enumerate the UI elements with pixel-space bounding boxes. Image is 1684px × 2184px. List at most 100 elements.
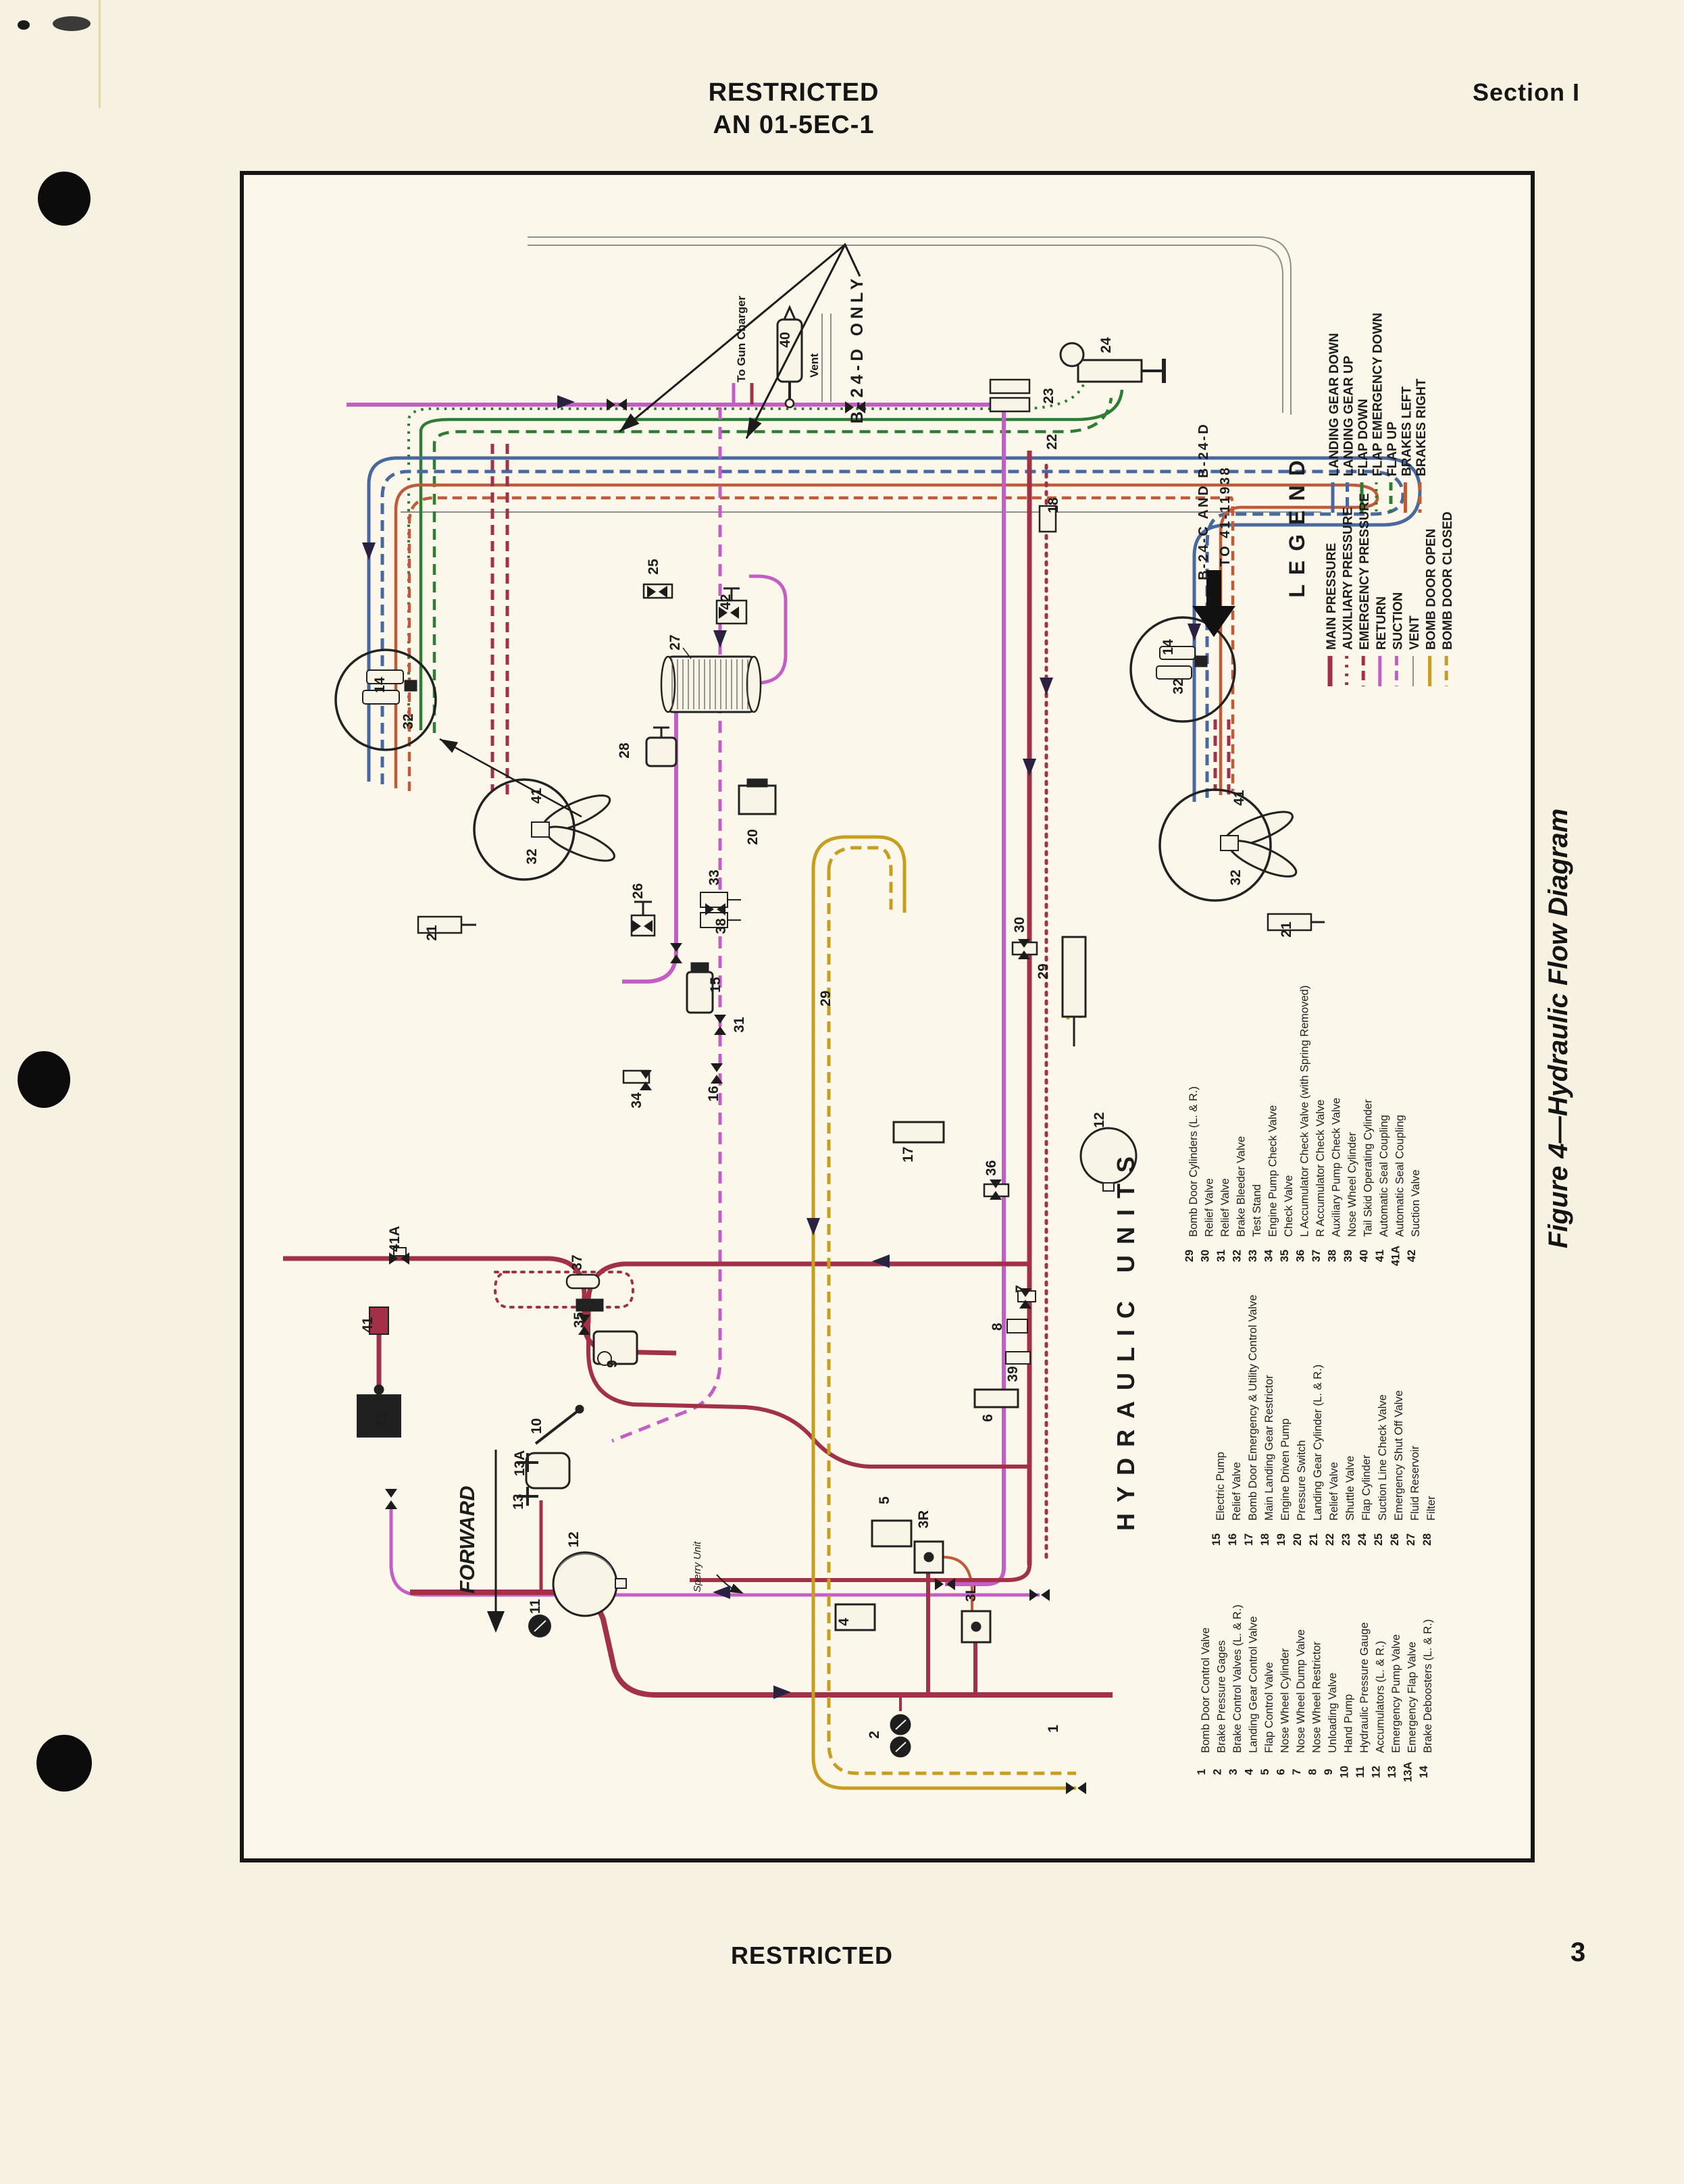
flow-arrow (1023, 759, 1036, 776)
unit-number: 11 (1354, 1766, 1367, 1777)
accumulator-left-12 (552, 1551, 627, 1617)
header-section: Section I (1473, 78, 1581, 106)
unit-name: Relief Valve (1204, 1178, 1216, 1237)
diagram-number-label: 38 (713, 918, 729, 934)
flap-control-valve-5 (871, 1519, 913, 1548)
legend-label: LANDING GEAR DOWN (1327, 333, 1342, 476)
diagram-number-label: 29 (1036, 963, 1051, 979)
diagram-number-label: 24 (1098, 337, 1114, 353)
diagram-number-label: 26 (630, 883, 646, 898)
flow-arrow (362, 542, 376, 560)
pipe-fitting (719, 607, 739, 619)
unit-number: 2 (1212, 1769, 1224, 1775)
diagram-number-label: 14 (372, 677, 388, 693)
pressure-lines (283, 383, 1231, 1711)
diagram-number-label: 28 (617, 742, 632, 759)
diagram-number-label: 5 (877, 1496, 892, 1504)
diagram-number-label: 25 (646, 559, 661, 575)
diagram-number-label: 19 (374, 1411, 389, 1427)
diagram-number-label: 1 (1046, 1725, 1061, 1733)
unit-number: 8 (1307, 1769, 1319, 1775)
unit-number: 20 (1292, 1533, 1304, 1546)
diagram-number-label: 8 (990, 1323, 1005, 1331)
pipe-fitting (670, 943, 682, 963)
unit-name: Emergency Flap Valve (1406, 1642, 1419, 1753)
legend-label: VENT (1408, 615, 1422, 650)
unit-name: Nose Wheel Cylinder (1279, 1648, 1292, 1753)
detail-circles (334, 616, 1272, 902)
unit-number: 32 (1231, 1250, 1244, 1262)
unit-number: 37 (1310, 1250, 1323, 1262)
legend-label: LANDING GEAR UP (1342, 355, 1356, 476)
pipe-fitting (705, 903, 725, 915)
pressure-switch-20 (738, 778, 777, 815)
pipe-fitting (711, 1063, 723, 1084)
unit-number: 12 (1371, 1766, 1383, 1778)
flap-lines (407, 377, 1124, 733)
pipe-fitting (647, 586, 667, 598)
unit-number: 40 (1358, 1250, 1371, 1262)
unit-name: Flap Cylinder (1360, 1454, 1373, 1521)
unit-name: Main Landing Gear Restrictor (1263, 1375, 1275, 1521)
unit-number: 18 (1259, 1533, 1271, 1546)
unit-name: Landing Gear Cylinder (L. & R.) (1312, 1365, 1324, 1521)
unit-number: 14 (1418, 1765, 1430, 1778)
legend-label: EMERGENCY PRESSURE (1358, 493, 1372, 650)
pipe-fitting (714, 1015, 726, 1035)
paper-crease (99, 0, 101, 108)
tail-skid-cylinder-40 (776, 305, 803, 409)
diagram-number-label: 37 (569, 1254, 585, 1270)
unit-name: L Accumulator Check Valve (with Spring R… (1299, 986, 1311, 1237)
diagram-number-label: 17 (900, 1146, 916, 1162)
binder-hole (18, 1051, 70, 1108)
b24d-only-label: B-24-D ONLY (848, 274, 867, 424)
seal-couplings-41 (369, 821, 1239, 1335)
unit-name: Brake Bleeder Valve (1235, 1136, 1248, 1237)
unit-name: Pressure Switch (1296, 1440, 1308, 1521)
unit-name: Nose Wheel Dump Valve (1295, 1629, 1307, 1753)
unit-number: 41 (1374, 1250, 1386, 1262)
diagram-number-label: 41 (529, 788, 544, 804)
unit-name: Suction Valve (1410, 1169, 1422, 1237)
unit-name: Relief Valve (1219, 1178, 1231, 1237)
diagram-number-label: 18 (1046, 497, 1061, 513)
legend-label: BRAKES LEFT (1400, 386, 1414, 476)
generated-layer: 123R3L456789101112121313A141415161718192… (360, 313, 1455, 1794)
diagram-number-label: 12 (1092, 1112, 1107, 1127)
header-doc-number: AN 01-5EC-1 (713, 111, 875, 139)
unit-name: Nose Wheel Restrictor (1311, 1641, 1323, 1753)
unit-name: Emergency Shut Off Valve (1393, 1390, 1405, 1521)
unit-number: 30 (1200, 1250, 1212, 1262)
legend-label: RETURN (1375, 596, 1389, 650)
pipe-fitting (385, 1489, 397, 1509)
unit-number: 7 (1291, 1769, 1303, 1775)
unit-name: Hand Pump (1343, 1694, 1355, 1753)
diagram-number-label: 27 (667, 634, 683, 650)
diagram-number-label: 2 (867, 1731, 882, 1739)
unit-number: 15 (1210, 1533, 1223, 1546)
unit-name: Bomb Door Control Valve (1200, 1627, 1212, 1753)
unit-name: Emergency Pump Valve (1390, 1634, 1402, 1753)
diagram-number-label: 30 (1012, 917, 1027, 932)
unit-name: Electric Pump (1215, 1452, 1227, 1521)
diagram-number-label: 23 (1041, 388, 1056, 403)
diagram-number-label: 40 (777, 332, 793, 347)
header-restricted: RESTRICTED (708, 78, 879, 107)
unit-number: 36 (1295, 1250, 1307, 1262)
unit-name: Landing Gear Control Valve (1248, 1617, 1260, 1753)
units-title: HYDRAULIC UNITS (1112, 1146, 1140, 1531)
unit-number: 22 (1324, 1533, 1336, 1546)
unit-number: 1 (1196, 1769, 1208, 1775)
diagram-number-label: 6 (980, 1414, 996, 1422)
pipe-fitting (607, 399, 627, 411)
unit-number: 21 (1308, 1533, 1320, 1546)
unit-name: Fluid Reservoir (1409, 1446, 1421, 1521)
diagram-number-label: 11 (528, 1599, 543, 1615)
diagram-number-label: 22 (1044, 434, 1060, 449)
footer-page-number: 3 (1571, 1937, 1587, 1967)
unit-number: 16 (1227, 1533, 1239, 1546)
flow-arrow (872, 1254, 890, 1268)
pipe-fitting (1018, 939, 1030, 959)
flow-arrow (713, 630, 727, 648)
pipe-fitting (578, 1315, 590, 1335)
